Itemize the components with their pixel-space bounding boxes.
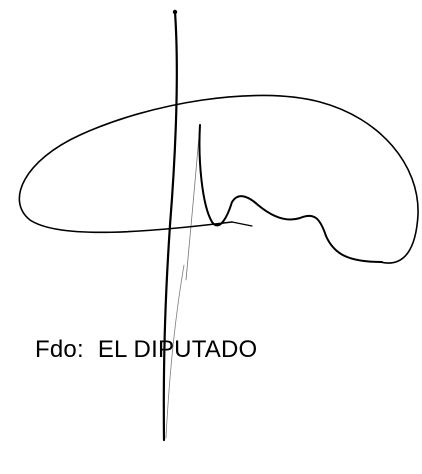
signature-caption: Fdo: EL DIPUTADO [35, 336, 257, 364]
caption-title: EL DIPUTADO [97, 336, 258, 363]
caption-prefix: Fdo: [35, 336, 84, 363]
